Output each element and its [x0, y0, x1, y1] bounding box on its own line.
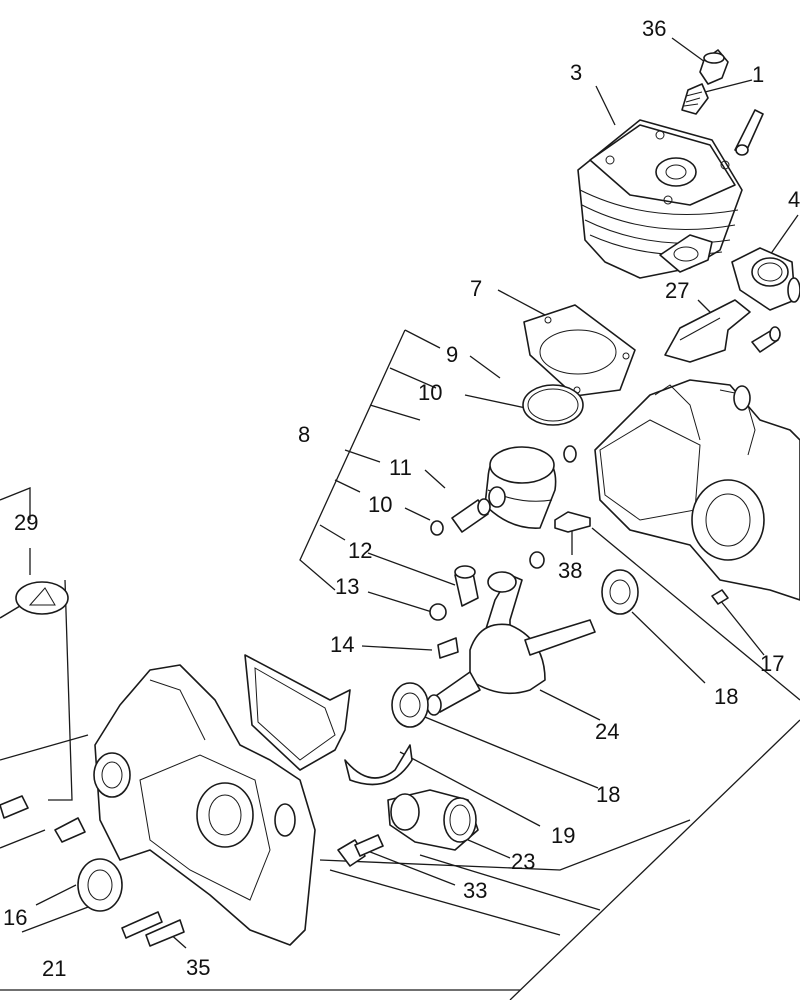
bolt-27: [751, 326, 781, 353]
crankcase-left: [93, 664, 316, 946]
screw-left: [0, 795, 86, 843]
callout-10-bottom: 10: [368, 492, 392, 517]
callout-21: 21: [42, 956, 66, 981]
callout-24: 24: [595, 719, 619, 744]
oil-seal: [77, 858, 123, 912]
callout-7: 7: [470, 276, 482, 301]
cylinder-bolt: [734, 109, 764, 156]
callout-33: 33: [463, 878, 487, 903]
crankcase-gasket: [244, 654, 413, 786]
needle-bearing: [454, 565, 479, 607]
crankcase-right: [594, 379, 800, 601]
callout-35: 35: [186, 955, 210, 980]
callout-29: 29: [14, 510, 38, 535]
spark-plug-cap: [699, 49, 729, 85]
callout-13: 13: [335, 574, 359, 599]
callout-4: 4: [788, 187, 800, 212]
callout-23: 23: [511, 849, 535, 874]
piston-ring: [522, 384, 584, 426]
callout-numbers: 36 1 3 4 7 27 9 10 8 11 10 12 13 14 38 1…: [3, 16, 800, 981]
callout-16: 16: [3, 905, 27, 930]
callout-9: 9: [446, 342, 458, 367]
intake-boot: [731, 247, 800, 311]
callout-12: 12: [348, 538, 372, 563]
bolt-33: [337, 834, 384, 867]
callout-19: 19: [551, 823, 575, 848]
main-bearing: [391, 569, 639, 728]
circlip: [429, 445, 577, 621]
heat-shield: [664, 299, 751, 363]
callout-14: 14: [330, 632, 354, 657]
callout-27: 27: [665, 278, 689, 303]
callout-17: 17: [760, 651, 784, 676]
callout-8: 8: [298, 422, 310, 447]
callout-10-top: 10: [418, 380, 442, 405]
bolt-35: [121, 911, 185, 947]
callout-11: 11: [389, 455, 412, 480]
piston-pin: [451, 498, 491, 533]
intake-manifold: [387, 789, 479, 851]
dowel-pin: [711, 589, 729, 605]
callout-18-right: 18: [714, 684, 738, 709]
crankshaft: [426, 571, 596, 716]
oil-filter: [0, 581, 69, 619]
callout-3: 3: [570, 60, 582, 85]
callout-18-left: 18: [596, 782, 620, 807]
spark-plug: [681, 83, 709, 115]
callout-38: 38: [558, 558, 582, 583]
piston: [484, 446, 557, 529]
callout-36: 36: [642, 16, 666, 41]
woodruff-key: [437, 637, 459, 659]
cylinder-gasket: [523, 304, 636, 397]
cylinder: [577, 119, 743, 279]
bolt-38: [554, 511, 591, 533]
callout-1: 1: [752, 62, 764, 87]
